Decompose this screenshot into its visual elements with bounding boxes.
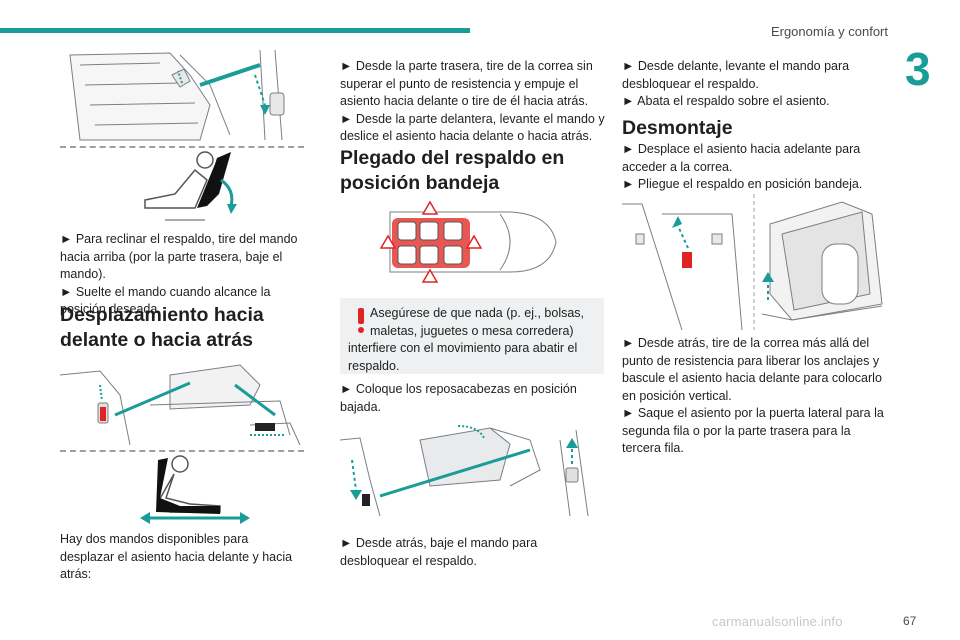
slide-instruction-rear: ► Desde la parte trasera, tire de la cor… bbox=[340, 59, 593, 108]
warning-line-1: Asegúrese de que nada (p. ej., bolsas, bbox=[370, 306, 585, 320]
slide-instruction-front: ► Desde la parte delantera, levante el m… bbox=[340, 111, 605, 144]
backrest-unlock-instruction: ► Desde atrás, baje el mando para desblo… bbox=[340, 536, 538, 568]
warning-exclamation-icon bbox=[358, 308, 364, 333]
chapter-number: 3 bbox=[905, 43, 931, 95]
heading-fold-table: Plegado del respaldo en posición bandeja bbox=[340, 147, 565, 194]
seat-removal-illustration bbox=[622, 194, 888, 330]
vehicle-seat-layout-illustration bbox=[380, 200, 560, 284]
page-number: 67 bbox=[903, 614, 917, 628]
divider-dashed bbox=[60, 146, 304, 148]
backrest-unlock-illustration bbox=[340, 420, 604, 516]
seat-slide-controls-illustration bbox=[60, 355, 304, 447]
front-unlock-instruction: ► Desde delante, levante el mando para d… bbox=[622, 59, 850, 91]
removal-step-4: ► Saque el asiento por la puerta lateral… bbox=[622, 406, 884, 455]
warning-line-2: maletas, juguetes o mesa corredera) bbox=[370, 323, 574, 338]
fold-backrest-instruction: ► Abata el respaldo sobre el asiento. bbox=[622, 94, 830, 108]
watermark: carmanualsonline.info bbox=[712, 614, 843, 629]
seat-recline-pictogram bbox=[135, 150, 245, 222]
heading-slide: Desplazamiento hacia delante o hacia atr… bbox=[60, 304, 264, 351]
header-accent-bar bbox=[0, 28, 470, 33]
slide-intro: Hay dos mandos disponibles para desplaza… bbox=[60, 532, 293, 581]
recline-instruction-1: ► Para reclinar el respaldo, tire del ma… bbox=[60, 232, 298, 281]
warning-box bbox=[340, 298, 604, 374]
removal-step-2: ► Pliegue el respaldo en posición bandej… bbox=[622, 177, 863, 191]
removal-step-3: ► Desde atrás, tire de la correa más all… bbox=[622, 336, 882, 403]
removal-step-1: ► Desplace el asiento hacia adelante par… bbox=[622, 142, 861, 174]
seat-slide-pictogram bbox=[140, 454, 250, 526]
recline-instruction-2: ► Suelte el mando cuando alcance la posi… bbox=[60, 284, 271, 317]
seat-recline-lever-illustration bbox=[60, 45, 304, 145]
warning-line-3: interfiere con el movimiento para abatir… bbox=[348, 341, 578, 373]
section-title: Ergonomía y confort bbox=[770, 24, 888, 39]
headrest-instruction: ► Coloque los reposacabezas en posición … bbox=[340, 382, 577, 414]
divider-dashed bbox=[60, 450, 304, 452]
heading-removal: Desmontaje bbox=[622, 117, 733, 139]
